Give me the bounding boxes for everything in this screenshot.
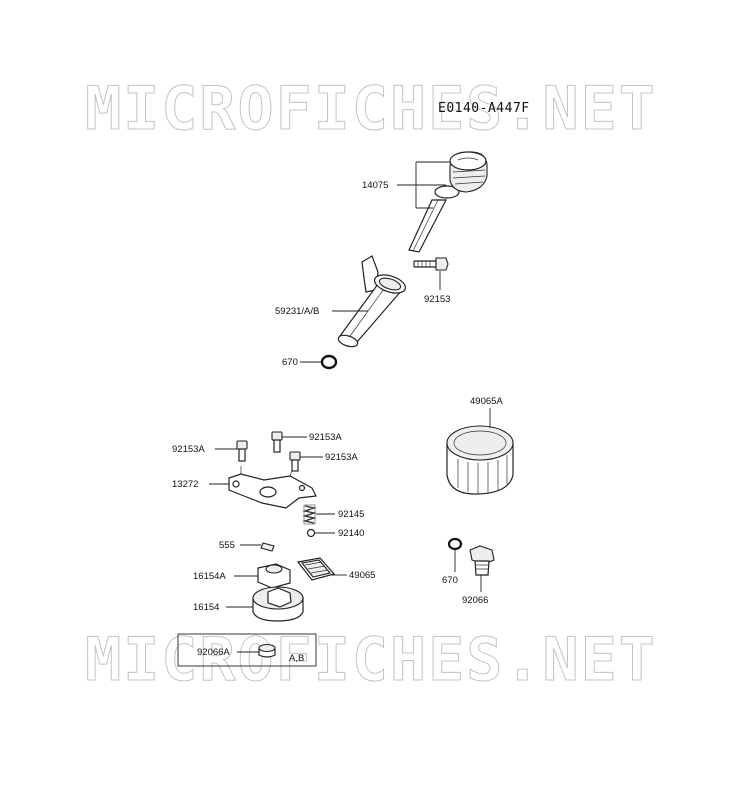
- bracket-14075: [415, 161, 450, 209]
- spring-92145-part[interactable]: [302, 504, 317, 525]
- label-92153A-left: 92153A: [172, 444, 205, 455]
- label-49065: 49065: [349, 570, 375, 581]
- label-92145: 92145: [338, 509, 364, 520]
- label-14075: 14075: [362, 180, 388, 191]
- oil-filler-tube-part[interactable]: [337, 255, 408, 349]
- label-92140: 92140: [338, 528, 364, 539]
- label-59231: 59231/A/B: [275, 306, 319, 317]
- label-555: 555: [219, 540, 235, 551]
- label-16154: 16154: [193, 602, 219, 613]
- bolt-92153a-left-part[interactable]: [236, 440, 248, 462]
- label-92066A: 92066A: [197, 647, 230, 658]
- label-92153A-top: 92153A: [309, 432, 342, 443]
- label-670-bottom: 670: [442, 575, 458, 586]
- oil-filter-part[interactable]: [446, 425, 514, 495]
- label-16154A: 16154A: [193, 571, 226, 582]
- label-92066: 92066: [462, 595, 488, 606]
- label-670-top: 670: [282, 357, 298, 368]
- diagram-code: E0140-A447F: [438, 101, 530, 116]
- bolt-92153a-top-part[interactable]: [271, 431, 283, 453]
- o-ring-670-bottom-part[interactable]: [447, 537, 463, 551]
- plate-13272-part[interactable]: [228, 466, 317, 509]
- screen-49065-part[interactable]: [296, 557, 336, 581]
- o-ring-670-top-part[interactable]: [320, 354, 338, 370]
- label-49065A: 49065A: [470, 396, 503, 407]
- note-ab: A,B: [289, 653, 304, 664]
- bolt-92153-part[interactable]: [413, 257, 449, 271]
- plug-92066a-part[interactable]: [258, 643, 276, 658]
- label-13272: 13272: [172, 479, 198, 490]
- drain-plug-92066-part[interactable]: [469, 545, 495, 576]
- label-92153: 92153: [424, 294, 450, 305]
- inner-rotor-16154a-part[interactable]: [257, 563, 291, 589]
- label-92153A-right: 92153A: [325, 452, 358, 463]
- ball-92140-part[interactable]: [306, 528, 316, 538]
- pin-555-part[interactable]: [260, 542, 275, 552]
- dipstick-part[interactable]: [408, 151, 488, 253]
- note-box-92066a: [177, 633, 317, 667]
- outer-rotor-16154-part[interactable]: [252, 586, 304, 622]
- bolt-92153a-right-part[interactable]: [289, 451, 301, 472]
